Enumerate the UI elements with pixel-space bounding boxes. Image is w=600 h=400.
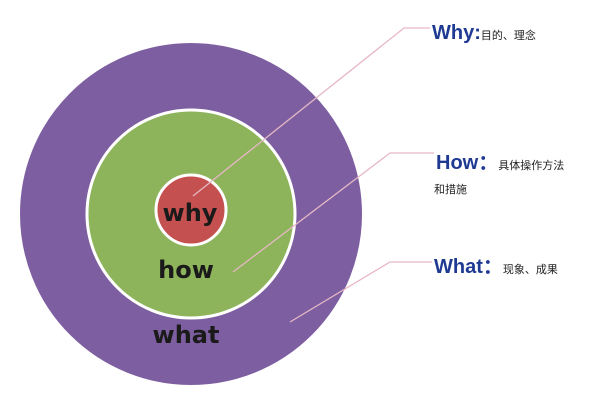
why-callout-desc: 目的、理念 [480,29,536,42]
what-callout-key: What： [434,256,503,278]
what-callout: What：现象、成果 [434,250,558,279]
how-callout-desc-line1: 具体操作方法 [498,159,565,172]
how-callout: How：具体操作方法 和措施 [434,146,565,197]
what-label: what [153,321,220,349]
why-leader-line [192,27,430,197]
how-label: how [158,256,214,284]
how-callout-key: How： [436,152,499,174]
how-callout-desc-line2: 和措施 [434,183,467,196]
why-inner-circle [154,173,228,247]
what-callout-desc: 现象、成果 [502,263,558,276]
how-leader-line [232,152,434,273]
why-label: why [163,199,218,227]
why-callout-key: Why: [432,22,481,44]
why-callout: Why:目的、理念 [432,22,536,45]
what-leader-line [289,261,432,323]
